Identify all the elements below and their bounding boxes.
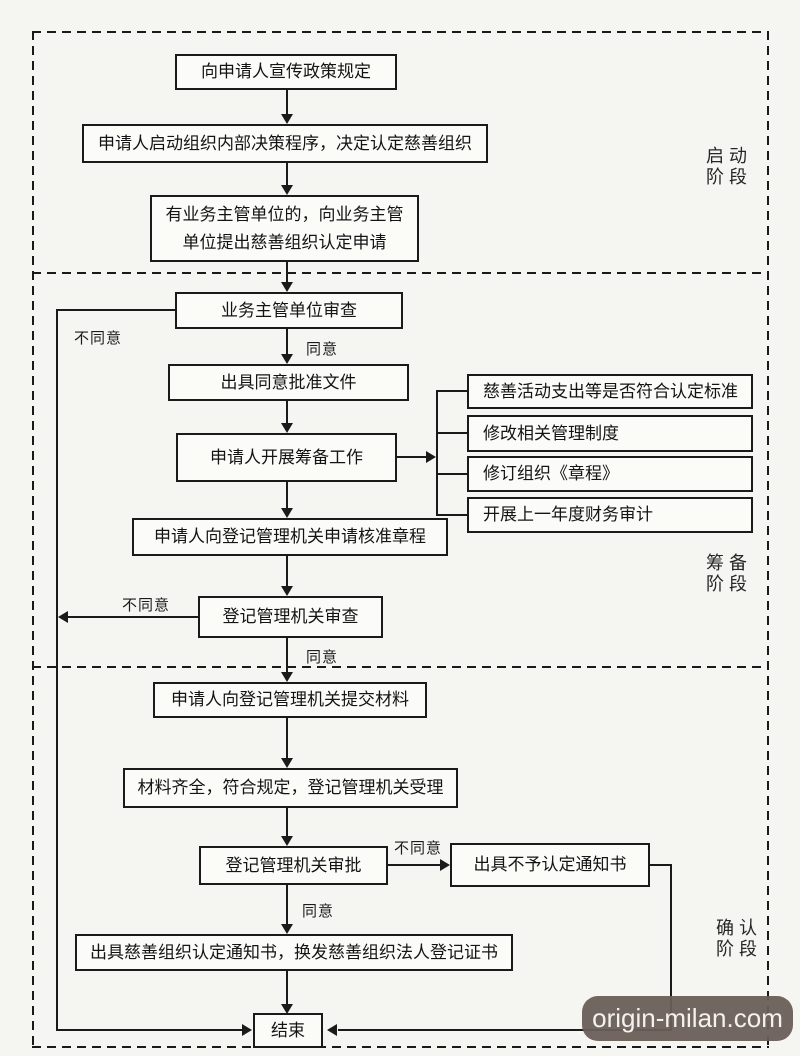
node-preparation-work: 申请人开展筹备工作 [176, 433, 397, 482]
node-revise-management: 修改相关管理制度 [467, 415, 753, 452]
stage-label-preparation: 筹备 阶段 [706, 553, 752, 595]
frame-left-border [32, 31, 34, 1048]
flow-line [286, 718, 288, 758]
arrow-left-icon [58, 611, 68, 623]
stage1-divider [32, 272, 767, 274]
node-end: 结束 [253, 1013, 323, 1048]
arrow-down-icon [281, 1004, 293, 1014]
arrow-down-icon [281, 924, 293, 934]
left-rail-line [56, 1029, 242, 1031]
node-publicize-policy: 向申请人宣传政策规定 [175, 54, 397, 90]
arrow-down-icon [281, 508, 293, 518]
arrow-down-icon [281, 836, 293, 846]
frame-bottom-border [32, 1046, 769, 1048]
watermark-text: origin-milan.com [592, 1003, 783, 1033]
bracket-line [436, 432, 467, 434]
stage-label-line: 启动 [706, 146, 752, 166]
rejection-path-line [650, 864, 672, 866]
node-certification-notice: 出具慈善组织认定通知书，换发慈善组织法人登记证书 [75, 934, 513, 971]
arrow-down-icon [281, 114, 293, 124]
node-registration-review: 登记管理机关审查 [198, 596, 383, 638]
flow-line [286, 556, 288, 586]
stage-label-line: 阶段 [706, 167, 752, 187]
flow-line [286, 885, 288, 924]
stage-label-confirmation: 确认 阶段 [716, 918, 762, 960]
node-expenditure-check: 慈善活动支出等是否符合认定标准 [467, 374, 753, 409]
node-annual-audit: 开展上一年度财务审计 [467, 497, 753, 533]
arrow-down-icon [281, 758, 293, 768]
stage2-divider [32, 666, 767, 668]
flow-line [286, 262, 288, 282]
bracket-line [436, 390, 467, 392]
edge-label-disagree: 不同意 [74, 331, 123, 347]
node-internal-decision: 申请人启动组织内部决策程序，决定认定慈善组织 [82, 124, 488, 163]
left-rail-line [56, 309, 58, 1030]
node-apply-supervisor: 有业务主管单位的，向业务主管单位提出慈善组织认定申请 [150, 195, 419, 262]
arrow-down-icon [281, 282, 293, 292]
bracket-line [436, 390, 438, 516]
rejection-path-line [670, 864, 672, 1031]
stage-label-line: 确认 [716, 918, 762, 938]
edge-label-disagree: 不同意 [122, 598, 171, 614]
bracket-line [436, 514, 467, 516]
node-submit-materials: 申请人向登记管理机关提交材料 [153, 682, 427, 718]
stage-label-line: 筹备 [706, 553, 752, 573]
edge-label-disagree: 不同意 [394, 841, 443, 857]
flow-line [286, 329, 288, 354]
bracket-line [397, 456, 426, 458]
node-rejection-notice: 出具不予认定通知书 [450, 843, 650, 887]
watermark-badge: origin-milan.com [582, 996, 793, 1041]
flow-line [286, 808, 288, 836]
arrow-down-icon [281, 354, 293, 364]
bracket-line [436, 473, 467, 475]
arrow-right-icon [242, 1024, 252, 1036]
arrow-left-icon [327, 1024, 337, 1036]
rejection-path-line [338, 1029, 672, 1031]
arrow-down-icon [281, 185, 293, 195]
stage-label-startup: 启动 阶段 [706, 146, 752, 188]
flow-line [286, 638, 288, 672]
disagree-line [68, 616, 198, 618]
node-registration-approval: 登记管理机关审批 [199, 846, 388, 885]
stage-label-line: 阶段 [716, 939, 762, 959]
flow-line [286, 401, 288, 423]
flow-line [286, 163, 288, 185]
arrow-down-icon [281, 586, 293, 596]
node-revise-charter: 修订组织《章程》 [467, 456, 753, 492]
frame-right-border [767, 31, 769, 1048]
disagree-line [388, 864, 440, 866]
flow-line [286, 971, 288, 1004]
node-supervisor-review: 业务主管单位审查 [175, 292, 403, 329]
node-approval-document: 出具同意批准文件 [168, 364, 409, 401]
frame-top-border [32, 31, 769, 33]
edge-label-agree: 同意 [306, 342, 339, 358]
disagree-line [56, 309, 175, 311]
edge-label-agree: 同意 [306, 650, 339, 666]
node-charter-approval-request: 申请人向登记管理机关申请核准章程 [132, 518, 448, 556]
stage-label-line: 阶段 [706, 574, 752, 594]
edge-label-agree: 同意 [302, 904, 335, 920]
arrow-down-icon [281, 423, 293, 433]
flow-line [286, 482, 288, 508]
arrow-down-icon [281, 672, 293, 682]
arrow-right-icon [440, 859, 450, 871]
flow-line [286, 90, 288, 114]
node-materials-accepted: 材料齐全，符合规定，登记管理机关受理 [123, 768, 458, 808]
arrow-right-icon [426, 451, 436, 463]
